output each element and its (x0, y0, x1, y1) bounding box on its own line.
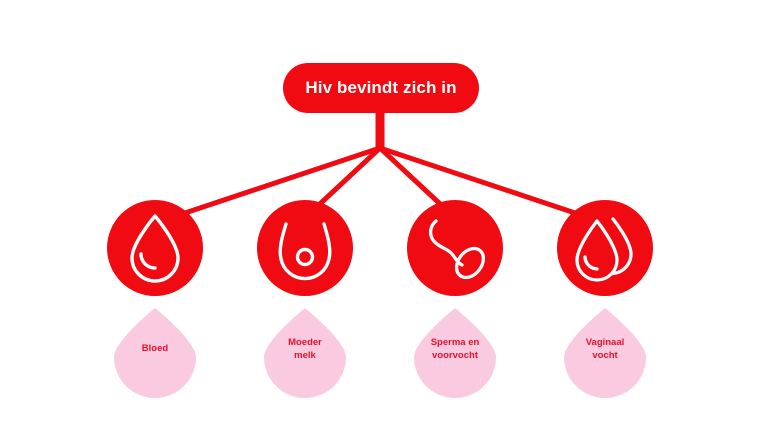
label-drop-bloed[interactable] (114, 308, 196, 398)
branch-moedermelk-hit[interactable] (257, 200, 353, 296)
label-drops (114, 308, 646, 398)
blood-drop-icon (130, 214, 180, 283)
label-drop-sperma[interactable] (414, 308, 496, 398)
connector-lines (157, 100, 603, 225)
connector-line-bloed (157, 145, 381, 225)
branch-sperma-hit[interactable] (407, 200, 503, 296)
label-drop-moedermelk[interactable] (264, 308, 346, 398)
icon-circle-bloed[interactable] (107, 200, 203, 296)
icon-circle-vaginaalvocht[interactable] (557, 200, 653, 296)
double-drop-icon (575, 217, 633, 282)
header-pill[interactable] (283, 63, 479, 113)
label-drop-vaginaalvocht[interactable] (564, 308, 646, 398)
connector-line-vaginaalvocht (379, 145, 603, 225)
icon-circle-sperma[interactable] (407, 200, 503, 296)
sperm-icon (428, 219, 486, 280)
branch-vaginaalvocht-hit[interactable] (557, 200, 653, 296)
branch-bloed-hit[interactable] (107, 200, 203, 296)
icon-circle-moedermelk[interactable] (257, 200, 353, 296)
header-pill-hit[interactable] (283, 63, 479, 113)
breast-milk-icon (278, 222, 332, 281)
